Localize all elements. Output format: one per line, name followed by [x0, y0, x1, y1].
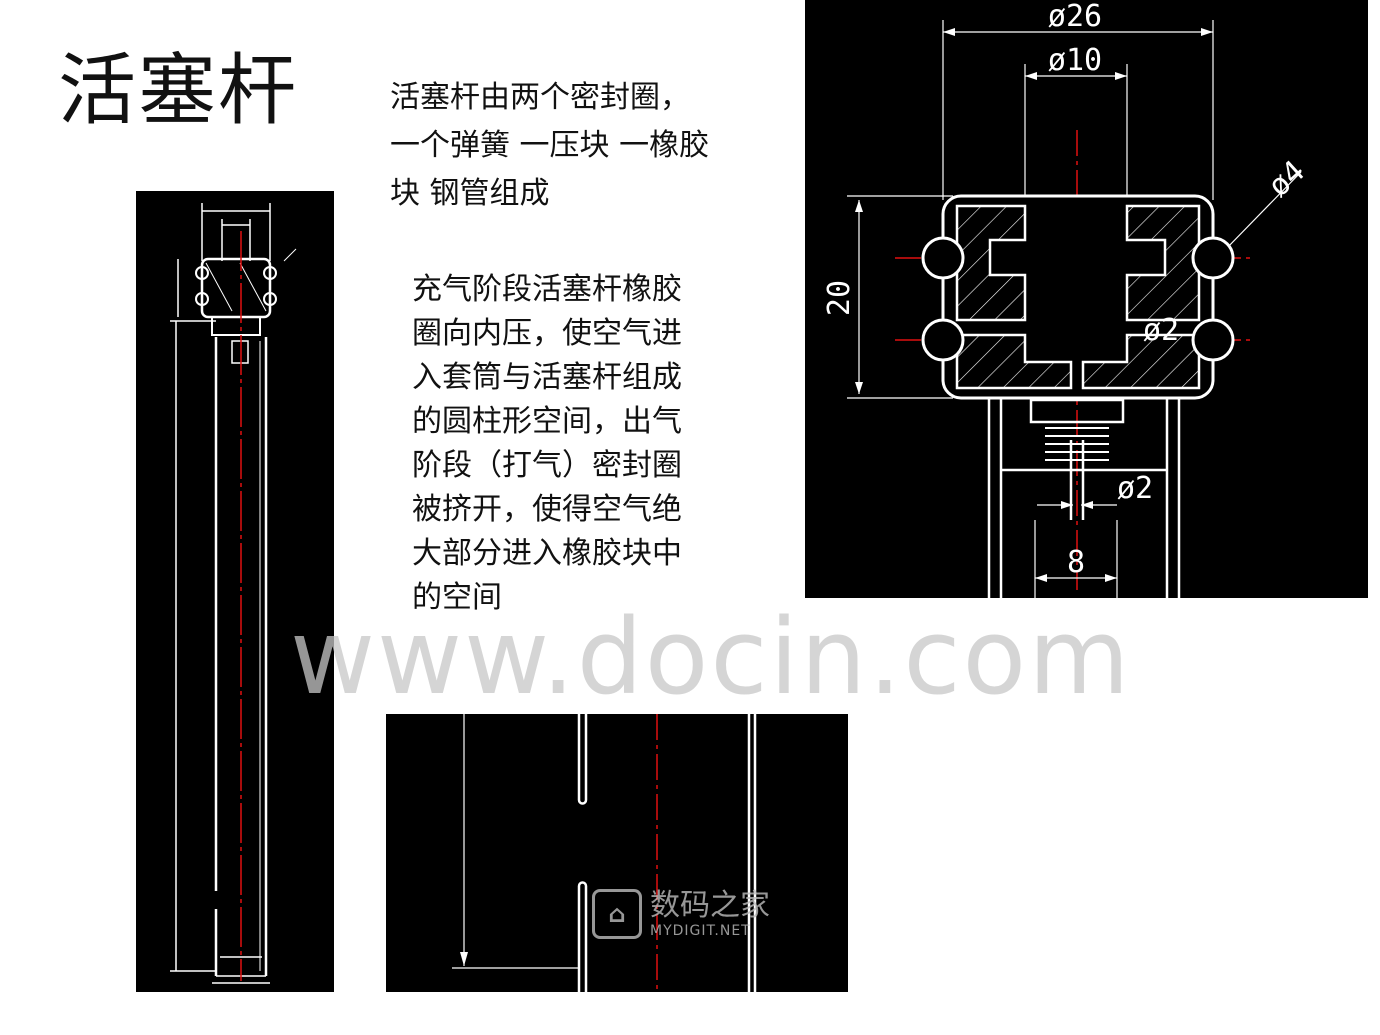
dim-inner-diameter: ø10	[1048, 43, 1102, 78]
dim-lower-width: 8	[1067, 545, 1085, 580]
description-line: 大部分进入橡胶块中	[412, 536, 682, 571]
dim-outer-diameter: ø26	[1048, 0, 1102, 34]
description-line: 阶段（打气）密封圈	[412, 448, 682, 483]
description-line: 圈向内压，使空气进	[412, 316, 682, 351]
logo-text-cn: 数码之家	[650, 888, 770, 923]
dim-ring-diameter: ø4	[1262, 154, 1312, 204]
description-line: 一个弹簧 一压块 一橡胶	[390, 128, 710, 163]
description-line: 块 钢管组成	[390, 176, 550, 211]
description-line: 的空间	[412, 580, 502, 615]
description-structure: 活塞杆由两个密封圈， 一个弹簧 一压块 一橡胶 块 钢管组成	[390, 74, 770, 218]
piston-head-detail-drawing: ø26 ø10 ø4 20 ø2 ø2 8	[805, 0, 1368, 598]
description-line: 入套筒与活塞杆组成	[412, 360, 682, 395]
dim-lower-hole: ø2	[1117, 471, 1153, 506]
description-line: 充气阶段活塞杆橡胶	[412, 272, 682, 307]
page-title: 活塞杆	[58, 46, 299, 136]
dim-height: 20	[822, 280, 857, 316]
piston-head-detail-svg: ø26 ø10 ø4 20 ø2 ø2 8	[822, 0, 1312, 598]
description-line: 的圆柱形空间，出气	[412, 404, 682, 439]
tube-section-drawing	[386, 714, 848, 992]
tube-section-svg	[452, 714, 757, 992]
description-line: 被挤开，使得空气绝	[412, 492, 682, 527]
site-logo: ⌂ 数码之家 MYDIGIT.NET	[592, 884, 770, 944]
home-icon: ⌂	[592, 889, 642, 939]
piston-rod-full-drawing	[136, 191, 334, 992]
logo-text-en: MYDIGIT.NET	[650, 923, 751, 939]
description-line: 活塞杆由两个密封圈，	[390, 80, 690, 115]
description-operation: 充气阶段活塞杆橡胶 圈向内压，使空气进 入套筒与活塞杆组成 的圆柱形空间，出气 …	[412, 268, 732, 620]
piston-rod-full-svg	[170, 203, 297, 984]
dim-upper-hole: ø2	[1143, 313, 1179, 348]
